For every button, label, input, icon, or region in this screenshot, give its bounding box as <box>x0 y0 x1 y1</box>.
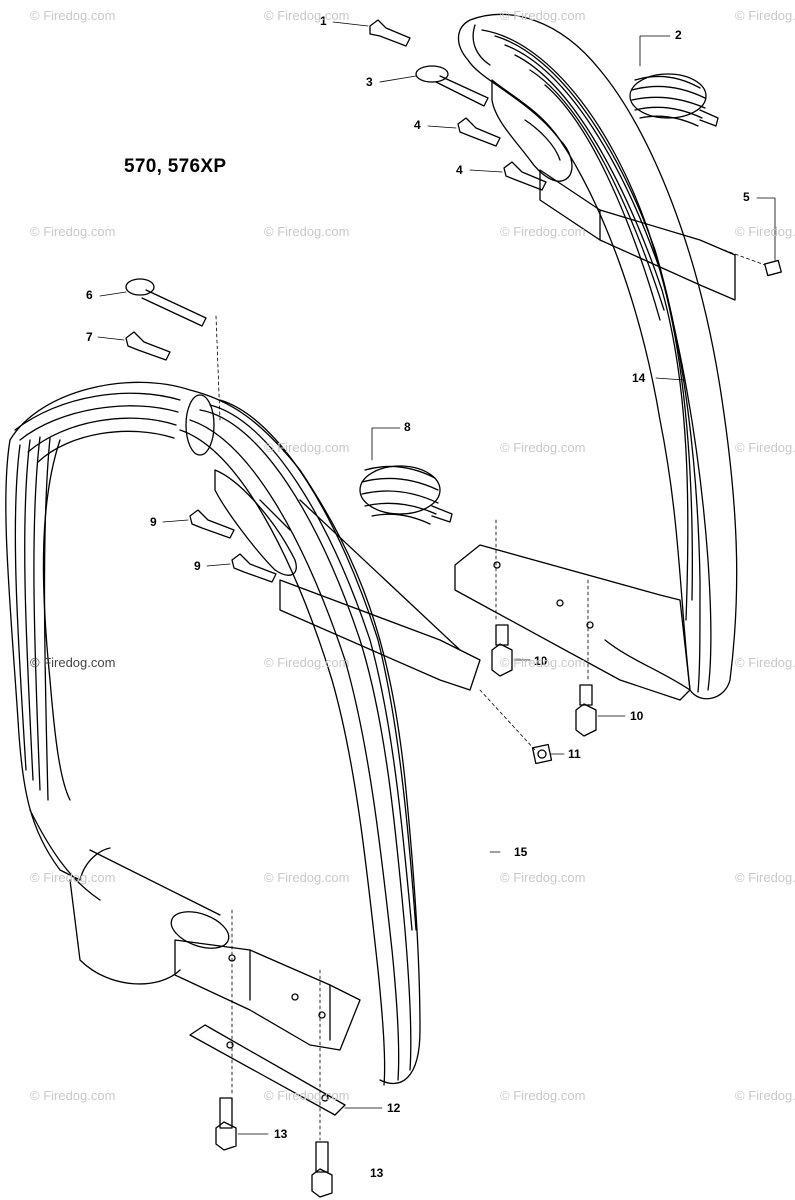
watermark: © Firedog.com <box>500 870 586 885</box>
watermark: © Firedog.com <box>264 870 350 885</box>
callout-12[interactable]: 12 <box>387 1101 401 1115</box>
callout-9a[interactable]: 9 <box>150 515 157 529</box>
watermark: © Firedog.com <box>264 655 350 670</box>
watermark: © Firedog.com <box>30 655 116 670</box>
watermark: © Firedog.com <box>264 440 350 455</box>
watermark: © Firedog.com <box>735 655 795 670</box>
watermark: © Firedog.com <box>735 1088 795 1103</box>
watermark: © Firedog.com <box>264 8 350 23</box>
front-handle-bar <box>5 381 481 1116</box>
watermark: © Firedog.com <box>735 440 795 455</box>
watermark: © Firedog.com <box>30 1088 116 1103</box>
callout-10b[interactable]: 10 <box>630 709 644 723</box>
callout-2[interactable]: 2 <box>675 28 682 42</box>
callout-14[interactable]: 14 <box>632 371 646 385</box>
callout-8[interactable]: 8 <box>404 420 411 434</box>
watermark: © Firedog.com <box>500 655 586 670</box>
model-title: 570, 576XP <box>124 156 227 177</box>
watermark: © Firedog.com <box>500 8 586 23</box>
callout-6[interactable]: 6 <box>86 288 93 302</box>
anti-vibration-spring-upper <box>629 73 719 127</box>
watermark: © Firedog.com <box>30 870 116 885</box>
watermark: © Firedog.com <box>264 224 350 239</box>
watermark: © Firedog.com <box>264 1088 350 1103</box>
callout-13a[interactable]: 13 <box>274 1127 288 1141</box>
callout-11[interactable]: 11 <box>568 747 581 761</box>
callout-1[interactable]: 1 <box>320 14 327 28</box>
watermark: © Firedog.com <box>30 224 116 239</box>
anti-vibration-spring-lower <box>359 465 453 525</box>
watermark: © Firedog.com <box>500 224 586 239</box>
callout-15[interactable]: 15 <box>514 845 528 859</box>
callout-9b[interactable]: 9 <box>194 559 201 573</box>
rear-handle-bar <box>454 13 738 701</box>
watermark: © Firedog.com <box>735 224 795 239</box>
watermark: © Firedog.com <box>735 870 795 885</box>
watermark: © Firedog.com <box>500 440 586 455</box>
callout-10a[interactable]: 10 <box>534 654 548 668</box>
callout-4b[interactable]: 4 <box>456 163 463 177</box>
watermark: © Firedog.com <box>735 8 795 23</box>
callout-3[interactable]: 3 <box>366 75 373 89</box>
callout-5[interactable]: 5 <box>743 190 750 204</box>
watermark: © Firedog.com <box>500 1088 586 1103</box>
callout-4a[interactable]: 4 <box>414 118 421 132</box>
lower-hardware <box>125 278 597 1198</box>
leader-lines <box>97 21 776 1141</box>
upper-hardware <box>369 19 782 277</box>
callout-13b[interactable]: 13 <box>370 1166 384 1180</box>
watermark: © Firedog.com <box>30 8 116 23</box>
callout-7[interactable]: 7 <box>86 330 93 344</box>
